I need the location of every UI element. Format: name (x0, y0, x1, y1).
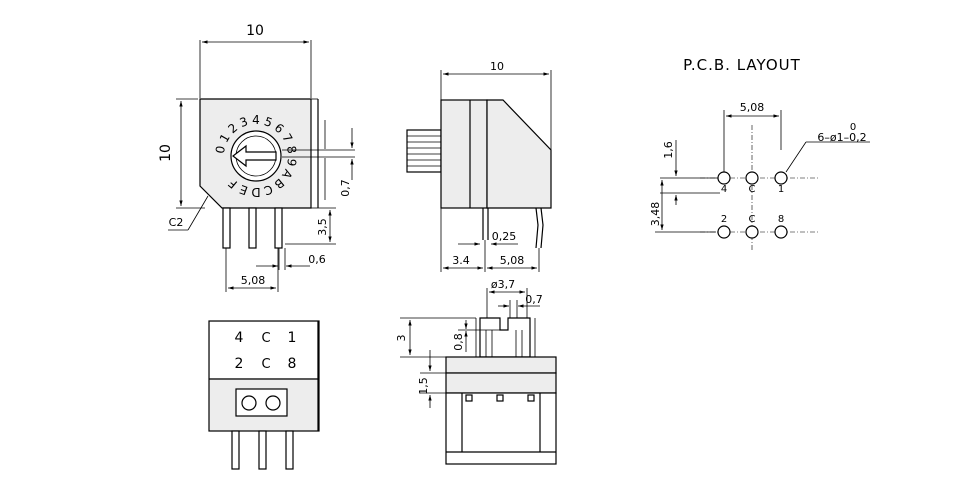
side-pin-right (535, 207, 544, 249)
dial-char-5: 5 (262, 114, 274, 130)
pcb-pin-label-2: 2 (721, 214, 727, 225)
dial-char-0: 0 (213, 145, 228, 155)
pcb-hole-c-top (745, 171, 759, 185)
pcb-hole-spec-top: 0 (850, 122, 856, 133)
pcb-dim-3-48: 3,48 (649, 202, 662, 227)
bottom-view: 4 C 1 2 C 8 (208, 320, 320, 470)
pcb-pin-label-1: 1 (778, 184, 784, 195)
bottom-row2-8: 8 (288, 356, 297, 372)
front-dia-dim: ø3,7 (491, 278, 515, 291)
top-pin-left (222, 207, 231, 249)
bottom-row2-c: C (261, 357, 270, 372)
dial-char-3: 3 (238, 114, 250, 130)
pcb-hole-2 (717, 225, 731, 239)
side-width-dim: 10 (490, 60, 504, 73)
side-pin-left (482, 208, 489, 240)
bottom-row1-1: 1 (288, 330, 297, 346)
top-pin-right (274, 207, 283, 249)
pcb-pin-label-c2: C (749, 214, 756, 225)
pcb-pin-label-c: C (749, 184, 756, 195)
bottom-pin-mid (258, 430, 267, 470)
top-height-dim: 10 (158, 144, 174, 162)
top-dim-0-6: 0,6 (308, 253, 326, 266)
bottom-row1-4: 4 (235, 330, 244, 346)
front-dim-1-5: 1,5 (417, 377, 430, 395)
front-dim-0-7: 0,7 (525, 293, 543, 306)
bottom-row2-2: 2 (235, 356, 244, 372)
top-dim-5-08: 5,08 (241, 274, 266, 287)
pcb-hole-8 (774, 225, 788, 239)
top-width-dim: 10 (246, 23, 264, 39)
pcb-hole-spec: 6–ø1–0,2 (817, 131, 866, 144)
bottom-pin-right (285, 430, 294, 470)
bottom-row1-c: C (261, 331, 270, 346)
top-pin-mid (248, 207, 257, 249)
front-upper-body (445, 356, 557, 374)
pcb-pin-label-8: 8 (778, 214, 784, 225)
pcb-pitch-dim: 5,08 (740, 101, 765, 114)
front-dim-3: 3 (395, 335, 408, 342)
side-body (440, 99, 488, 209)
pcb-title: P.C.B. LAYOUT (683, 56, 801, 74)
front-view: ø3,7 0,7 3 0,8 (395, 278, 557, 465)
pcb-layout: P.C.B. LAYOUT 5,08 1,6 3,48 0 6–ø1–0,2 (649, 56, 870, 250)
top-dim-0-7: 0,7 (339, 179, 352, 197)
dial-char-4: 4 (252, 113, 260, 127)
top-dim-3-5: 3,5 (316, 218, 329, 236)
front-knob (479, 317, 531, 358)
dial-char-d: D (251, 185, 260, 199)
dial-arrow-icon (232, 144, 277, 168)
side-dim-5-08: 5,08 (500, 254, 525, 267)
pcb-pin-label-4: 4 (721, 184, 727, 195)
front-dim-0-8: 0,8 (452, 333, 465, 351)
pcb-hole-1 (774, 171, 788, 185)
side-view: 10 0,25 3.4 5,08 (406, 60, 552, 272)
bottom-pin-left (231, 430, 240, 470)
dial-char-9: 9 (284, 157, 299, 167)
front-lower-body (445, 372, 557, 394)
chamfer-label: C2 (169, 216, 184, 229)
bottom-label-row-bg (210, 322, 317, 378)
pcb-dim-1-6: 1,6 (662, 141, 675, 159)
bottom-contact-left (241, 395, 257, 411)
side-dim-3-4: 3.4 (452, 254, 470, 267)
bottom-contact-right (265, 395, 281, 411)
dial-char-e: E (238, 182, 250, 198)
side-dim-0-25: 0,25 (492, 230, 517, 243)
pcb-hole-4 (717, 171, 731, 185)
side-angled-housing (486, 99, 552, 209)
pcb-hole-c-bottom (745, 225, 759, 239)
